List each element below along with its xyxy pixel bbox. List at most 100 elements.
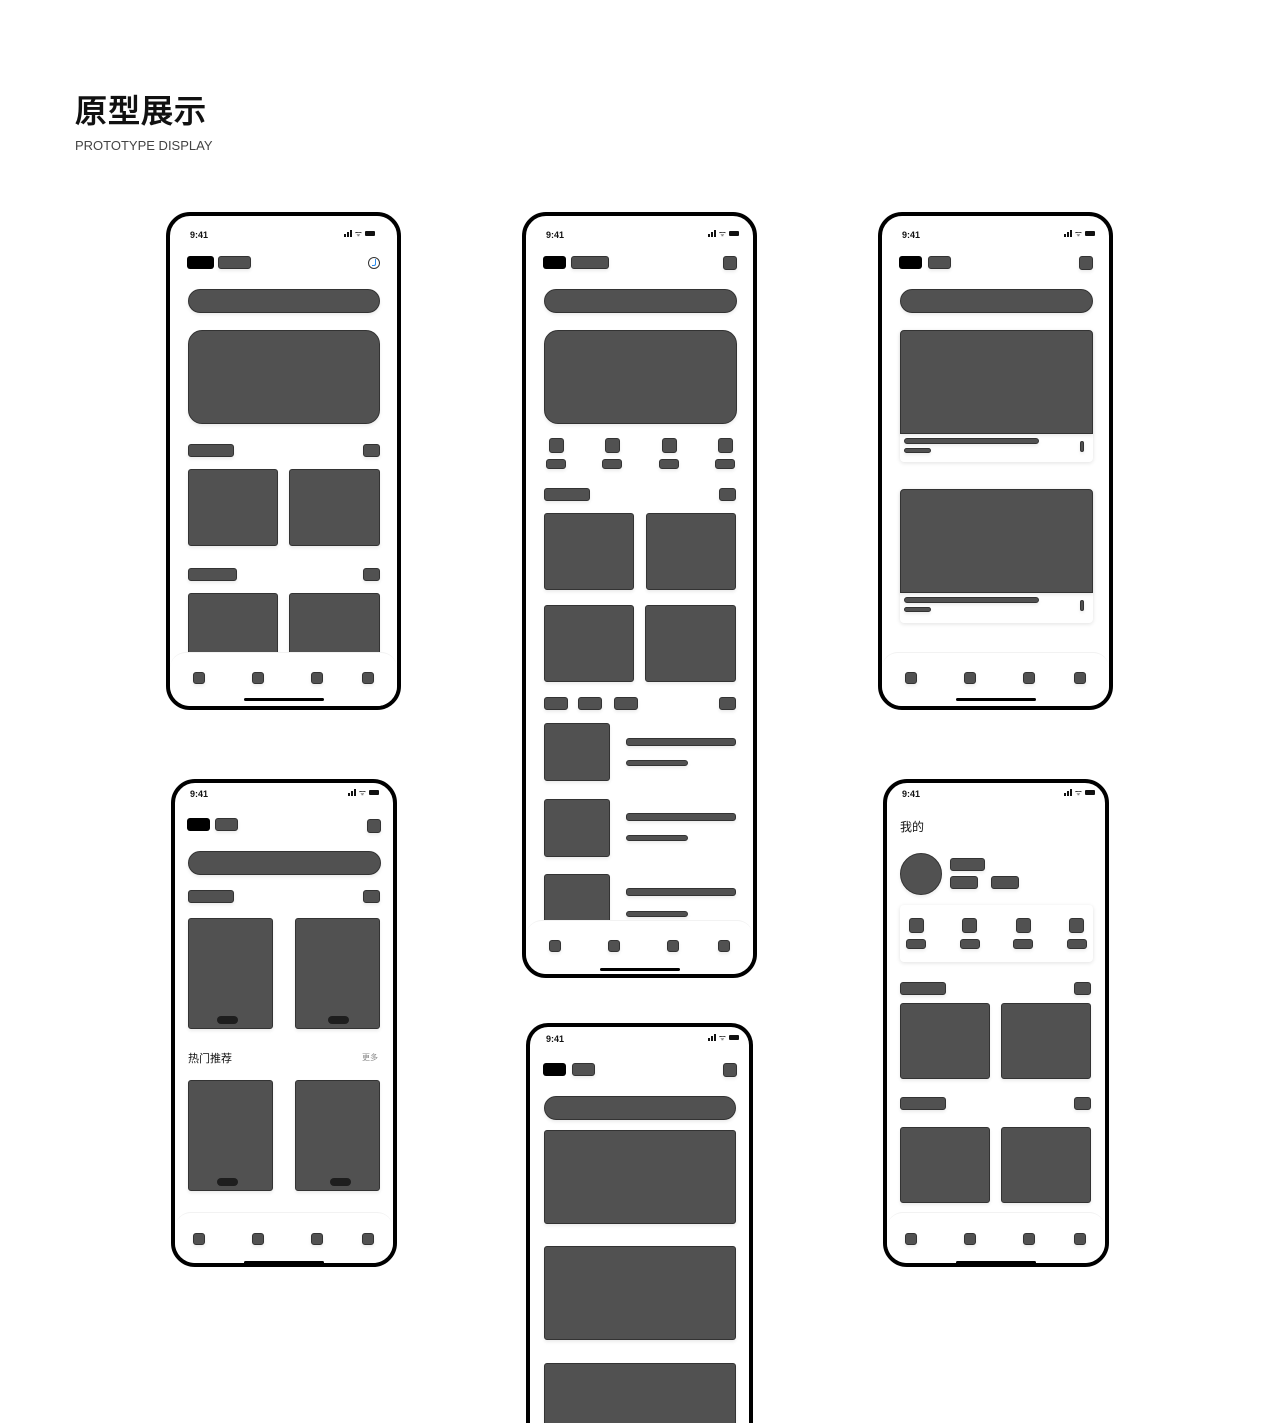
category-icon[interactable]: [718, 438, 733, 453]
more-button[interactable]: [363, 568, 380, 581]
product-card[interactable]: [295, 1080, 380, 1191]
tab-icon[interactable]: [964, 672, 976, 684]
more-icon[interactable]: [1080, 441, 1084, 452]
tab-icon[interactable]: [905, 1233, 917, 1245]
more-button[interactable]: [719, 697, 736, 710]
search-bar[interactable]: [900, 289, 1093, 313]
tab-inactive[interactable]: [572, 1063, 595, 1076]
tab-inactive[interactable]: [218, 256, 251, 269]
grid-card[interactable]: [1001, 1003, 1091, 1079]
tab-active[interactable]: [899, 256, 922, 269]
list-title: [626, 888, 736, 896]
search-bar[interactable]: [544, 289, 737, 313]
tab-active[interactable]: [187, 818, 210, 831]
grid-card[interactable]: [544, 513, 634, 590]
list-card[interactable]: [544, 1130, 736, 1224]
tab-icon[interactable]: [1023, 1233, 1035, 1245]
search-bar[interactable]: [544, 1096, 736, 1120]
feed-card[interactable]: [900, 330, 1093, 462]
tab-icon[interactable]: [362, 672, 374, 684]
tab-icon[interactable]: [311, 672, 323, 684]
banner[interactable]: [188, 330, 380, 424]
category-icon[interactable]: [549, 438, 564, 453]
product-card[interactable]: [295, 918, 380, 1029]
more-button[interactable]: [719, 488, 736, 501]
tab-icon[interactable]: [311, 1233, 323, 1245]
grid-card[interactable]: [900, 1127, 990, 1203]
more-button[interactable]: [363, 444, 380, 457]
tab-active[interactable]: [543, 1063, 566, 1076]
grid-card[interactable]: [544, 605, 634, 682]
tab-icon[interactable]: [362, 1233, 374, 1245]
grid-card[interactable]: [289, 469, 380, 546]
status-time: 9:41: [190, 789, 209, 799]
refresh-icon[interactable]: [368, 257, 380, 269]
tab-icon[interactable]: [964, 1233, 976, 1245]
more-icon[interactable]: [1080, 600, 1084, 611]
grid-card[interactable]: [645, 605, 736, 682]
filter-chip[interactable]: [578, 697, 602, 710]
tab-icon[interactable]: [667, 940, 679, 952]
menu-button[interactable]: [723, 1063, 737, 1077]
tab-active[interactable]: [543, 256, 566, 269]
category-icon[interactable]: [662, 438, 677, 453]
more-button[interactable]: [1074, 982, 1091, 995]
username: [950, 858, 985, 871]
filter-chip[interactable]: [544, 697, 568, 710]
grid-card[interactable]: [900, 1003, 990, 1079]
grid-card[interactable]: [646, 513, 736, 590]
product-card[interactable]: [188, 1080, 273, 1191]
tab-icon[interactable]: [252, 1233, 264, 1245]
home-indicator: [956, 1261, 1036, 1263]
card-badge: [217, 1178, 238, 1186]
grid-card[interactable]: [1001, 1127, 1091, 1203]
list-card[interactable]: [544, 1363, 736, 1423]
tab-bar: [175, 1212, 393, 1263]
status-icons: ᯤ: [707, 1034, 739, 1042]
user-tag: [991, 876, 1019, 889]
tab-icon[interactable]: [549, 940, 561, 952]
menu-button[interactable]: [1079, 256, 1093, 270]
more-link[interactable]: 更多: [362, 1053, 378, 1062]
menu-button[interactable]: [723, 256, 737, 270]
more-button[interactable]: [1074, 1097, 1091, 1110]
list-thumb[interactable]: [544, 799, 610, 857]
shortcut-icon[interactable]: [909, 918, 924, 933]
tab-icon[interactable]: [193, 1233, 205, 1245]
tab-icon[interactable]: [252, 672, 264, 684]
list-thumb[interactable]: [544, 723, 610, 781]
menu-button[interactable]: [367, 819, 381, 833]
shortcut-icon[interactable]: [962, 918, 977, 933]
product-card[interactable]: [188, 918, 273, 1029]
filter-chip[interactable]: [614, 697, 638, 710]
tab-icon[interactable]: [1074, 672, 1086, 684]
category-label: [659, 459, 679, 469]
status-icons: ᯤ: [343, 230, 375, 238]
feed-meta: [904, 607, 931, 612]
feed-card[interactable]: [900, 489, 1093, 623]
tab-active[interactable]: [187, 256, 214, 269]
shortcut-icon[interactable]: [1016, 918, 1031, 933]
category-icon[interactable]: [605, 438, 620, 453]
avatar[interactable]: [900, 853, 942, 895]
tab-icon[interactable]: [193, 672, 205, 684]
tab-icon[interactable]: [1074, 1233, 1086, 1245]
list-card[interactable]: [544, 1246, 736, 1340]
shortcut-icon[interactable]: [1069, 918, 1084, 933]
phone-category: 9:41 ᯤ 热门推荐 更多: [171, 779, 397, 1267]
tab-inactive[interactable]: [928, 256, 951, 269]
tab-inactive[interactable]: [571, 256, 609, 269]
tab-icon[interactable]: [718, 940, 730, 952]
home-indicator: [600, 968, 680, 971]
card-badge: [217, 1016, 238, 1024]
tab-icon[interactable]: [905, 672, 917, 684]
tab-icon[interactable]: [1023, 672, 1035, 684]
more-button[interactable]: [363, 890, 380, 903]
search-bar[interactable]: [188, 289, 380, 313]
tab-inactive[interactable]: [215, 818, 238, 831]
tab-icon[interactable]: [608, 940, 620, 952]
grid-card[interactable]: [188, 469, 278, 546]
feed-title: [904, 597, 1039, 603]
banner[interactable]: [544, 330, 737, 424]
search-bar[interactable]: [188, 851, 381, 875]
